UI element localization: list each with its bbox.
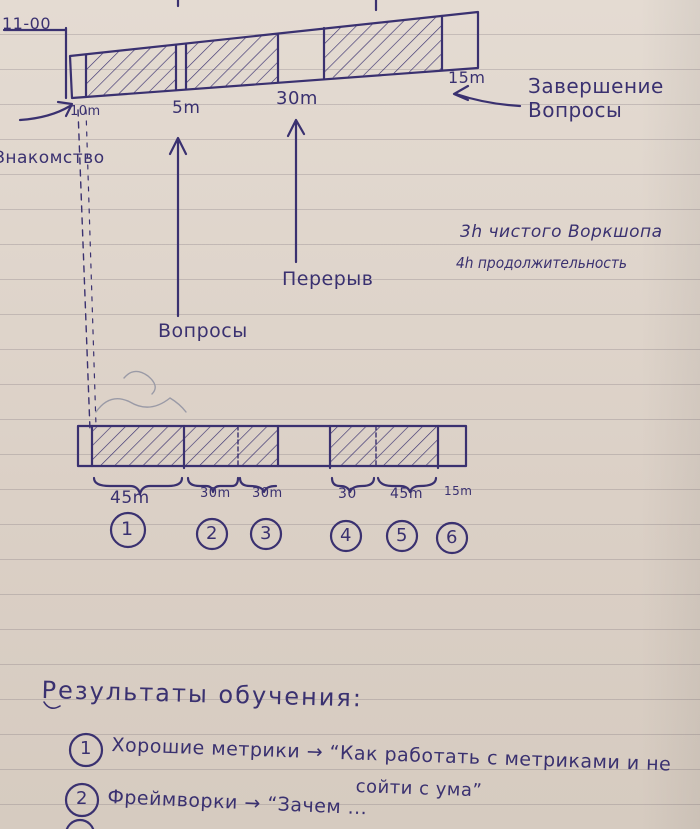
note-break: Перерыв xyxy=(282,268,374,290)
segment-circle-1 xyxy=(109,511,147,549)
segment-circle-3 xyxy=(249,517,283,551)
duration-note-2: 4h продолжительность xyxy=(456,254,628,272)
segment-label-3: 30m xyxy=(252,486,283,501)
segment-label-4: 30 xyxy=(338,486,357,502)
arrow-intro xyxy=(18,100,74,122)
outcome-number-1: 1 xyxy=(80,738,92,759)
outcome-circle-2 xyxy=(64,782,100,818)
segment-number-1: 1 xyxy=(121,518,134,540)
dashed-guide xyxy=(77,109,91,431)
arrow-questions xyxy=(168,136,188,318)
tick-label-15m: 15m xyxy=(448,68,486,87)
segment-label-2: 30m xyxy=(200,486,231,501)
segment-number-2: 2 xyxy=(206,523,218,544)
segment-label-6: 15m xyxy=(444,484,473,498)
segment-number-3: 3 xyxy=(260,523,272,544)
arrow-finish xyxy=(452,84,522,108)
segment-circle-5 xyxy=(385,519,419,553)
bottom-timeline-bar xyxy=(76,424,468,468)
outcome-circle-1 xyxy=(68,732,104,768)
pencil-doodle xyxy=(95,370,187,413)
outcome-number-2: 2 xyxy=(76,788,88,809)
note-questions: Вопросы xyxy=(158,320,248,342)
note-finish-questions: Вопросы xyxy=(528,98,623,122)
note-finish: Завершение xyxy=(528,74,664,98)
segment-label-1: 45m xyxy=(110,488,150,508)
segment-circle-6 xyxy=(435,521,469,555)
segment-number-4: 4 xyxy=(340,525,352,546)
page-shadow xyxy=(640,0,700,829)
outcome-continuation-1: сойти с ума” xyxy=(355,776,483,802)
arrow-break xyxy=(286,118,306,264)
segment-circle-4 xyxy=(329,519,363,553)
segment-label-5: 45m xyxy=(390,486,423,502)
tick-label-10m: 10m xyxy=(70,104,101,119)
note-intro: Знакомство xyxy=(0,148,105,168)
segment-circle-2 xyxy=(195,517,229,551)
start-time: 11-00 xyxy=(2,14,51,33)
tick-label-30m: 30m xyxy=(276,88,318,109)
tick-label-5m: 5m xyxy=(172,98,201,118)
duration-note-1: 3h чистого Воркшопа xyxy=(460,222,663,242)
hatched-segments xyxy=(86,16,442,465)
segment-number-5: 5 xyxy=(396,525,408,546)
segment-number-6: 6 xyxy=(446,527,458,548)
